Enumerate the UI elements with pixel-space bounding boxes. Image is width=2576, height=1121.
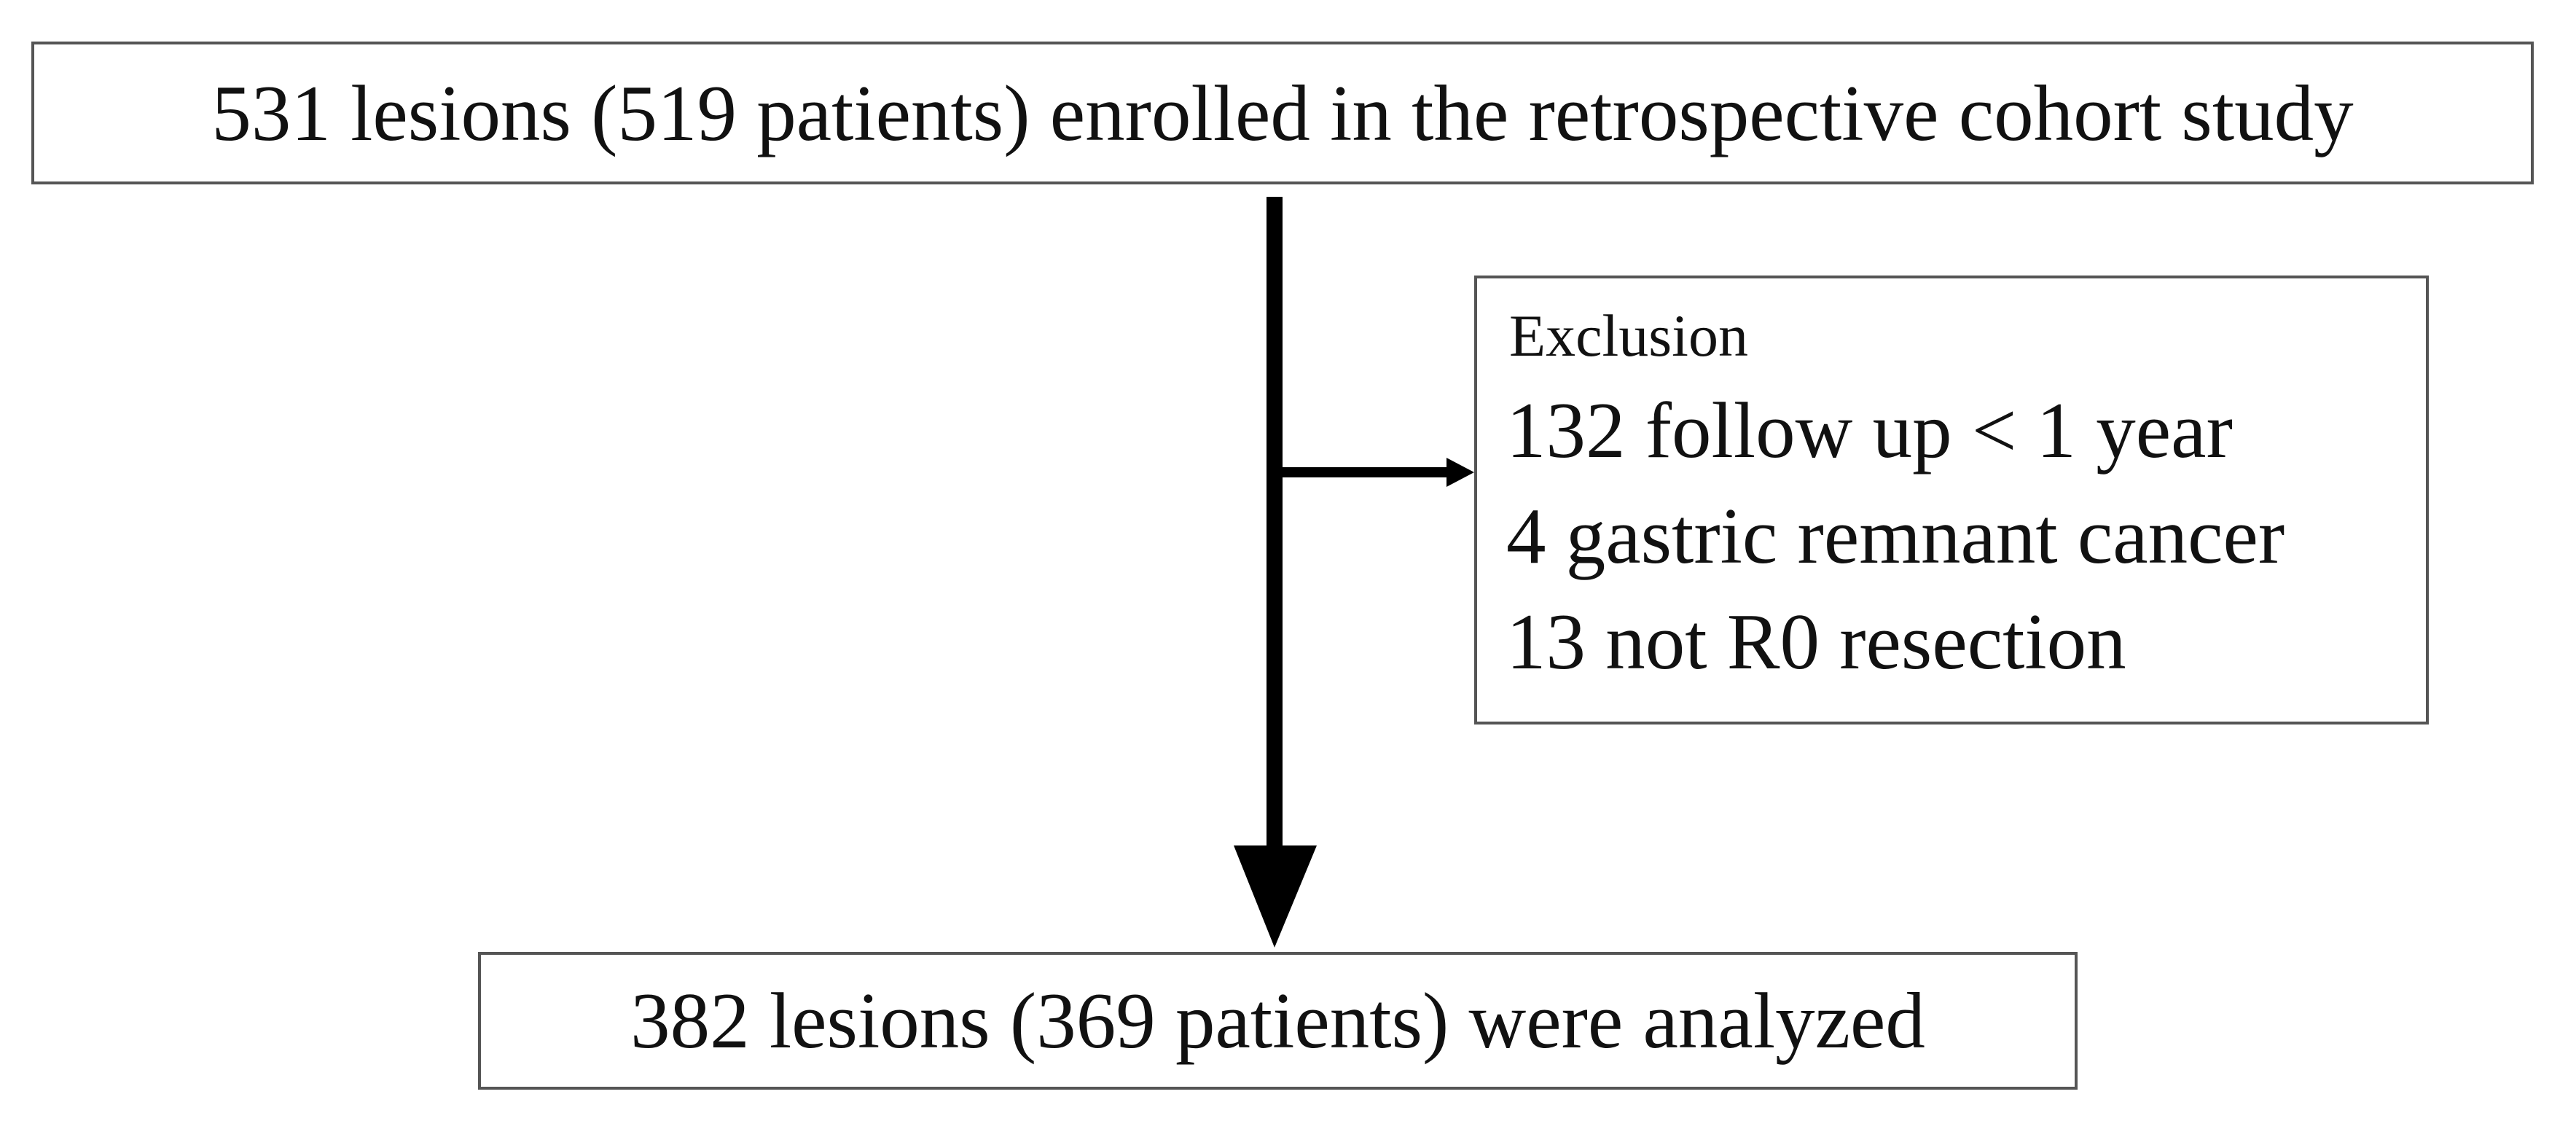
main-flow-arrowhead xyxy=(1234,845,1317,948)
exclusion-item-follow-up: 132 follow up < 1 year xyxy=(1506,386,2233,474)
exclusion-heading: Exclusion xyxy=(1509,302,1748,369)
exclusion-item-gastric-remnant: 4 gastric remnant cancer xyxy=(1506,492,2285,580)
exclusion-item-not-r0: 13 not R0 resection xyxy=(1506,598,2126,686)
analyzed-text: 382 lesions (369 patients) were analyzed xyxy=(630,977,1925,1065)
analyzed-box: 382 lesions (369 patients) were analyzed xyxy=(478,952,2078,1090)
exclusion-box: Exclusion 132 follow up < 1 year 4 gastr… xyxy=(1474,276,2429,724)
exclusion-branch-arrowhead xyxy=(1446,458,1474,487)
enrolled-box: 531 lesions (519 patients) enrolled in t… xyxy=(31,42,2534,184)
enrolled-text: 531 lesions (519 patients) enrolled in t… xyxy=(211,69,2354,157)
